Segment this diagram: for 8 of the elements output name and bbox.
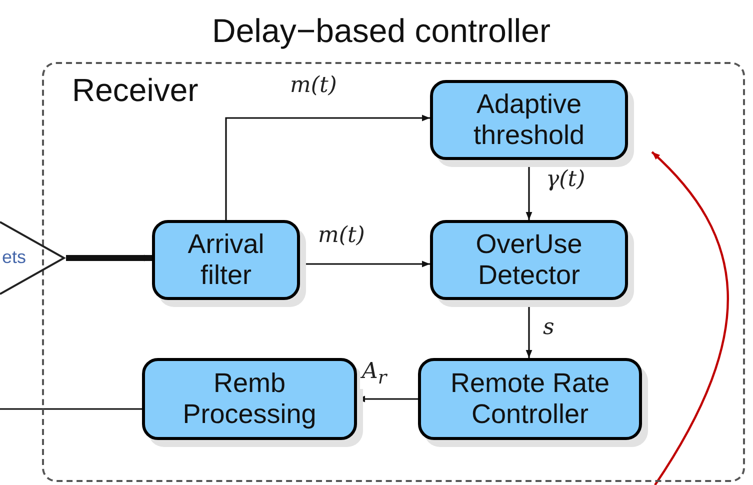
group-title: Delay−based controller (212, 12, 550, 50)
connector-line (0, 408, 142, 410)
arrow (225, 114, 430, 220)
curved-arrow (651, 151, 729, 485)
group-heading: Receiver (72, 72, 198, 109)
edge-label: A$_{r}$ (360, 360, 389, 389)
arrow (66, 254, 152, 262)
input-text: ets (2, 247, 26, 268)
